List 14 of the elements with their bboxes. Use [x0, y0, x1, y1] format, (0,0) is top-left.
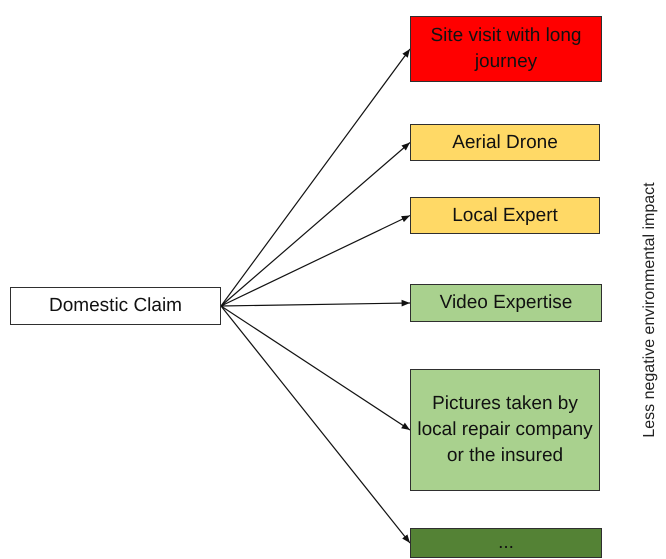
process-box: Site visit with long journey: [410, 16, 602, 82]
process-box: Aerial Drone: [410, 124, 600, 161]
arrow: [221, 300, 410, 307]
process-box: Domestic Claim: [10, 287, 221, 325]
arrow: [220, 48, 410, 306]
arrow: [220, 142, 410, 306]
process-box: Local Expert: [410, 197, 600, 234]
process-box: Pictures taken by local repair company or the insured: [410, 369, 600, 491]
process-box: ...: [410, 528, 602, 558]
process-box: Video Expertise: [410, 284, 602, 322]
arrow: [220, 214, 410, 307]
arrow: [220, 306, 410, 544]
axis-note: Less negative environmental impact: [640, 182, 659, 438]
arrow: [220, 306, 410, 430]
